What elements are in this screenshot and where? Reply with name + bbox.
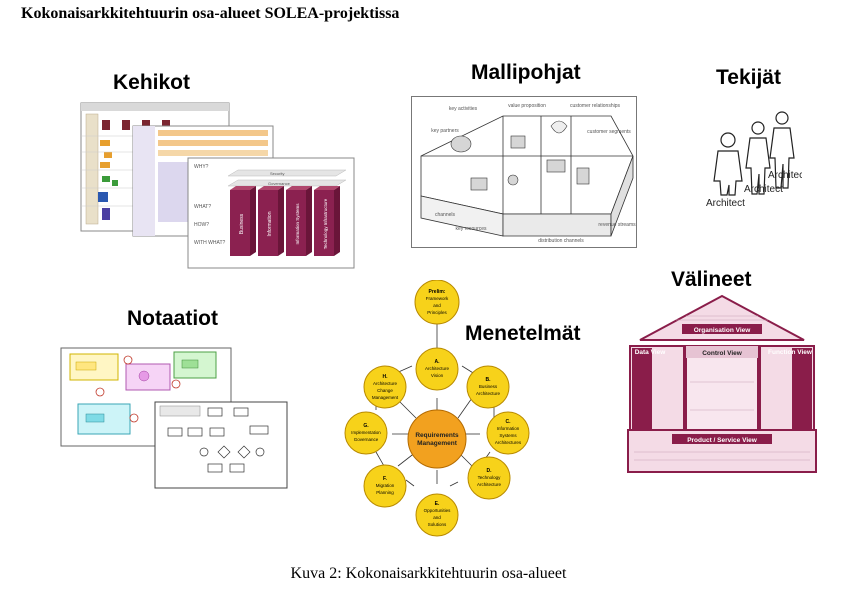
canvas-label-0: key activities	[449, 106, 478, 112]
prelim-line-1: Framework	[426, 296, 449, 301]
section-notaatiot: Notaatiot	[127, 307, 218, 330]
d-line-1: Technology	[478, 475, 502, 480]
g-line-0: G.	[363, 423, 369, 429]
d-line-2: Architecture	[477, 482, 502, 487]
adm-center-line-1: Management	[417, 440, 458, 447]
canvas-label-3: customer relationships	[570, 103, 621, 109]
zachman-why: WHY?	[194, 164, 209, 170]
f-line-2: Planning	[376, 490, 394, 495]
e-line-0: E.	[435, 501, 440, 507]
prelim-line-3: Principles	[427, 310, 447, 315]
adm-phase-c: C. Information Systems Architectures	[486, 411, 530, 455]
page-title: Kokonaisarkkitehtuurin osa-alueet SOLEA-…	[21, 5, 400, 22]
section-menetelmat: Menetelmät	[465, 322, 581, 345]
b-line-2: Architecture	[476, 391, 501, 396]
adm-phase-a: A. Architecture Vision	[415, 347, 459, 391]
section-kehikot: Kehikot	[113, 71, 191, 94]
c-line-1: Information	[497, 426, 520, 431]
canvas-label-7: distribution channels	[538, 238, 584, 244]
c-line-0: C.	[506, 419, 512, 425]
figure-caption: Kuva 2: Kokonaisarkkitehtuurin osa-aluee…	[290, 565, 567, 582]
prelim-line-2: and	[433, 303, 441, 308]
d-line-0: D.	[487, 468, 493, 474]
adm-phase-h: H. Architecture Change Management	[363, 365, 407, 409]
h-line-2: Change	[377, 388, 393, 393]
a-line-2: Vision	[431, 373, 444, 378]
g-line-2: Governance	[354, 437, 379, 442]
zachman-col-3: Technology Infrastructure	[323, 198, 328, 249]
adm-phase-e: E. Opportunities and Solutions	[415, 493, 459, 537]
prelim-line-0: Prelim:	[429, 289, 446, 295]
valineet-image: Organisation View Data View Control View…	[627, 294, 817, 473]
canvas-label-8: revenue streams	[598, 222, 636, 228]
e-line-1: Opportunities	[424, 508, 452, 513]
b-line-0: B.	[486, 377, 492, 383]
adm-diagram: Requirements Management Prelim: Framewor…	[344, 280, 530, 537]
mallipohjat-image: key activities key partners value propos…	[411, 96, 637, 248]
architect-label-front: Architect	[706, 198, 745, 208]
zachman-how: HOW?	[194, 222, 209, 228]
zachman-governance: Governance	[268, 181, 291, 186]
house-roof-label: Organisation View	[694, 327, 752, 334]
a-line-0: A.	[435, 359, 441, 365]
adm-center: Requirements Management	[407, 409, 467, 469]
adm-phase-g: G. Implementation Governance	[344, 411, 388, 455]
zachman-what: WHAT?	[194, 204, 211, 210]
g-line-1: Implementation	[351, 430, 381, 435]
adm-phase-prelim: Prelim: Framework and Principles	[414, 280, 460, 325]
canvas-label-5: channels	[435, 212, 456, 218]
section-valineet: Välineet	[671, 268, 752, 291]
adm-phase-b: B. Business Architecture	[466, 365, 510, 409]
c-line-2: Systems	[499, 433, 517, 438]
adm-phase-d: D. Technology Architecture	[467, 456, 511, 500]
architect-label-back: Architect	[768, 170, 802, 181]
section-mallipohjat: Mallipohjat	[471, 61, 581, 84]
b-line-1: Business	[479, 384, 498, 389]
canvas-label-2: value proposition	[508, 103, 546, 109]
house-left-label: Data View	[635, 349, 667, 356]
canvas-label-1: key partners	[431, 128, 459, 134]
h-line-0: H.	[383, 374, 389, 380]
framework-sheet-front: WHY? WHAT? HOW? WITH WHAT? Security Gove…	[187, 157, 355, 269]
e-line-2: and	[433, 515, 441, 520]
architect-label-middle: Architect	[744, 184, 783, 195]
adm-phase-f: F. Migration Planning	[363, 464, 407, 508]
house-middle-label: Control View	[702, 350, 743, 357]
notaatiot-image	[60, 347, 288, 489]
f-line-1: Migration	[376, 483, 395, 488]
architect-icon	[713, 111, 795, 196]
adm-center-line-0: Requirements	[415, 432, 459, 439]
a-line-1: Architecture	[425, 366, 450, 371]
section-tekijat: Tekijät	[716, 66, 781, 89]
house-right-label: Function View	[768, 349, 813, 356]
house-base-label: Product / Service View	[687, 437, 758, 444]
h-line-3: Management	[372, 395, 399, 400]
canvas-label-4: customer segments	[587, 129, 631, 135]
zachman-security: Security	[270, 171, 284, 176]
canvas-label-6: key resources	[455, 226, 487, 232]
zachman-col-0: Business	[239, 213, 245, 234]
e-line-3: Solutions	[428, 522, 447, 527]
kehikot-image: WHY? WHAT? HOW? WITH WHAT? Security Gove…	[80, 102, 355, 269]
tekijat-image: Architect Architect Architect	[706, 111, 802, 208]
zachman-col-2: Information Systems	[295, 203, 300, 245]
f-line-0: F.	[383, 476, 388, 482]
zachman-col-1: Information	[267, 211, 273, 236]
zachman-columns: Business Information Information Systems…	[230, 186, 340, 256]
h-line-1: Architecture	[373, 381, 398, 386]
zachman-with-what: WITH WHAT?	[194, 240, 226, 246]
c-line-3: Architectures	[495, 440, 522, 445]
